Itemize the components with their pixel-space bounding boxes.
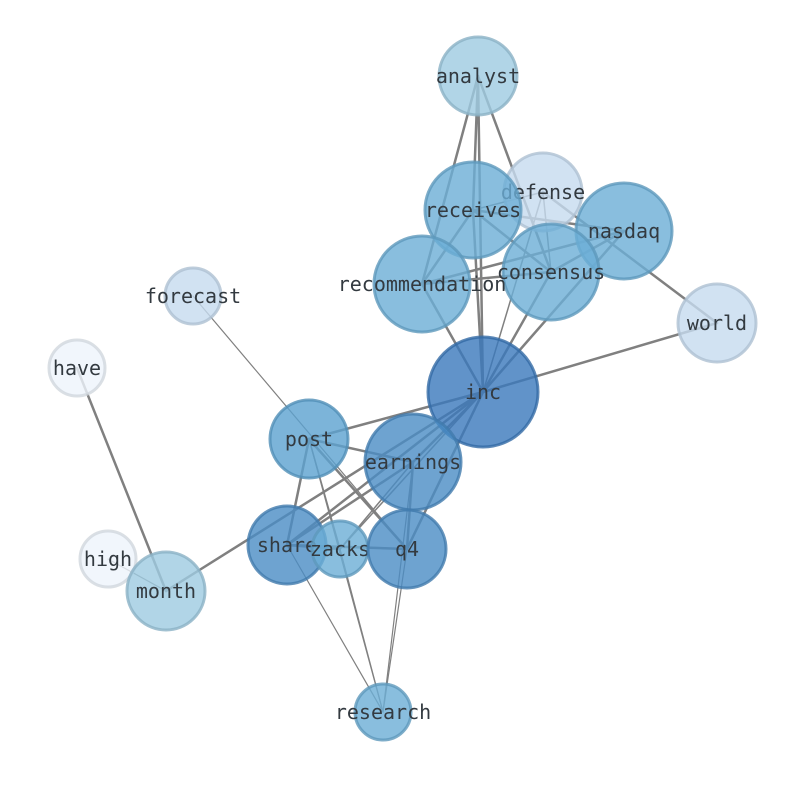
- node-have: have: [47, 338, 107, 398]
- node-receives: receives: [423, 160, 523, 260]
- node-analyst: analyst: [436, 35, 520, 117]
- node-research: research: [335, 682, 431, 742]
- node-circle-have: [47, 338, 107, 398]
- node-zacks: zacks: [310, 519, 370, 579]
- node-circle-analyst: [437, 35, 519, 117]
- node-earnings: earnings: [363, 412, 463, 512]
- node-nasdaq: nasdaq: [574, 181, 674, 281]
- node-label-nasdaq: nasdaq: [588, 219, 660, 243]
- node-label-zacks: zacks: [310, 537, 370, 561]
- node-label-q4: q4: [395, 537, 419, 561]
- node-circle-post: [268, 398, 350, 480]
- node-world: world: [676, 282, 758, 364]
- node-label-share: share: [257, 533, 317, 557]
- node-circle-month: [125, 550, 207, 632]
- node-circle-q4: [366, 508, 448, 590]
- node-recommendation: recommendation: [338, 234, 507, 334]
- node-circle-consensus: [501, 222, 601, 322]
- node-label-research: research: [335, 700, 431, 724]
- node-label-high: high: [84, 547, 132, 571]
- node-month: month: [125, 550, 207, 632]
- node-label-month: month: [136, 579, 196, 603]
- node-inc: inc: [426, 335, 540, 449]
- node-label-have: have: [53, 356, 101, 380]
- node-label-world: world: [687, 311, 747, 335]
- node-circle-high: [78, 529, 138, 589]
- node-circle-forecast: [163, 266, 223, 326]
- node-label-analyst: analyst: [436, 64, 520, 88]
- node-post: post: [268, 398, 350, 480]
- node-consensus: consensus: [497, 222, 605, 322]
- node-label-post: post: [285, 427, 333, 451]
- node-label-earnings: earnings: [365, 450, 461, 474]
- node-label-inc: inc: [465, 380, 501, 404]
- node-circle-research: [353, 682, 413, 742]
- node-label-receives: receives: [425, 198, 521, 222]
- node-q4: q4: [366, 508, 448, 590]
- node-circle-world: [676, 282, 758, 364]
- node-layer: analystdefensereceivesnasdaqconsensusrec…: [47, 35, 758, 742]
- node-circle-receives: [423, 160, 523, 260]
- node-high: high: [78, 529, 138, 589]
- node-label-consensus: consensus: [497, 260, 605, 284]
- node-circle-inc: [426, 335, 540, 449]
- node-label-forecast: forecast: [145, 284, 241, 308]
- node-forecast: forecast: [145, 266, 241, 326]
- node-circle-recommendation: [372, 234, 472, 334]
- node-label-recommendation: recommendation: [338, 272, 507, 296]
